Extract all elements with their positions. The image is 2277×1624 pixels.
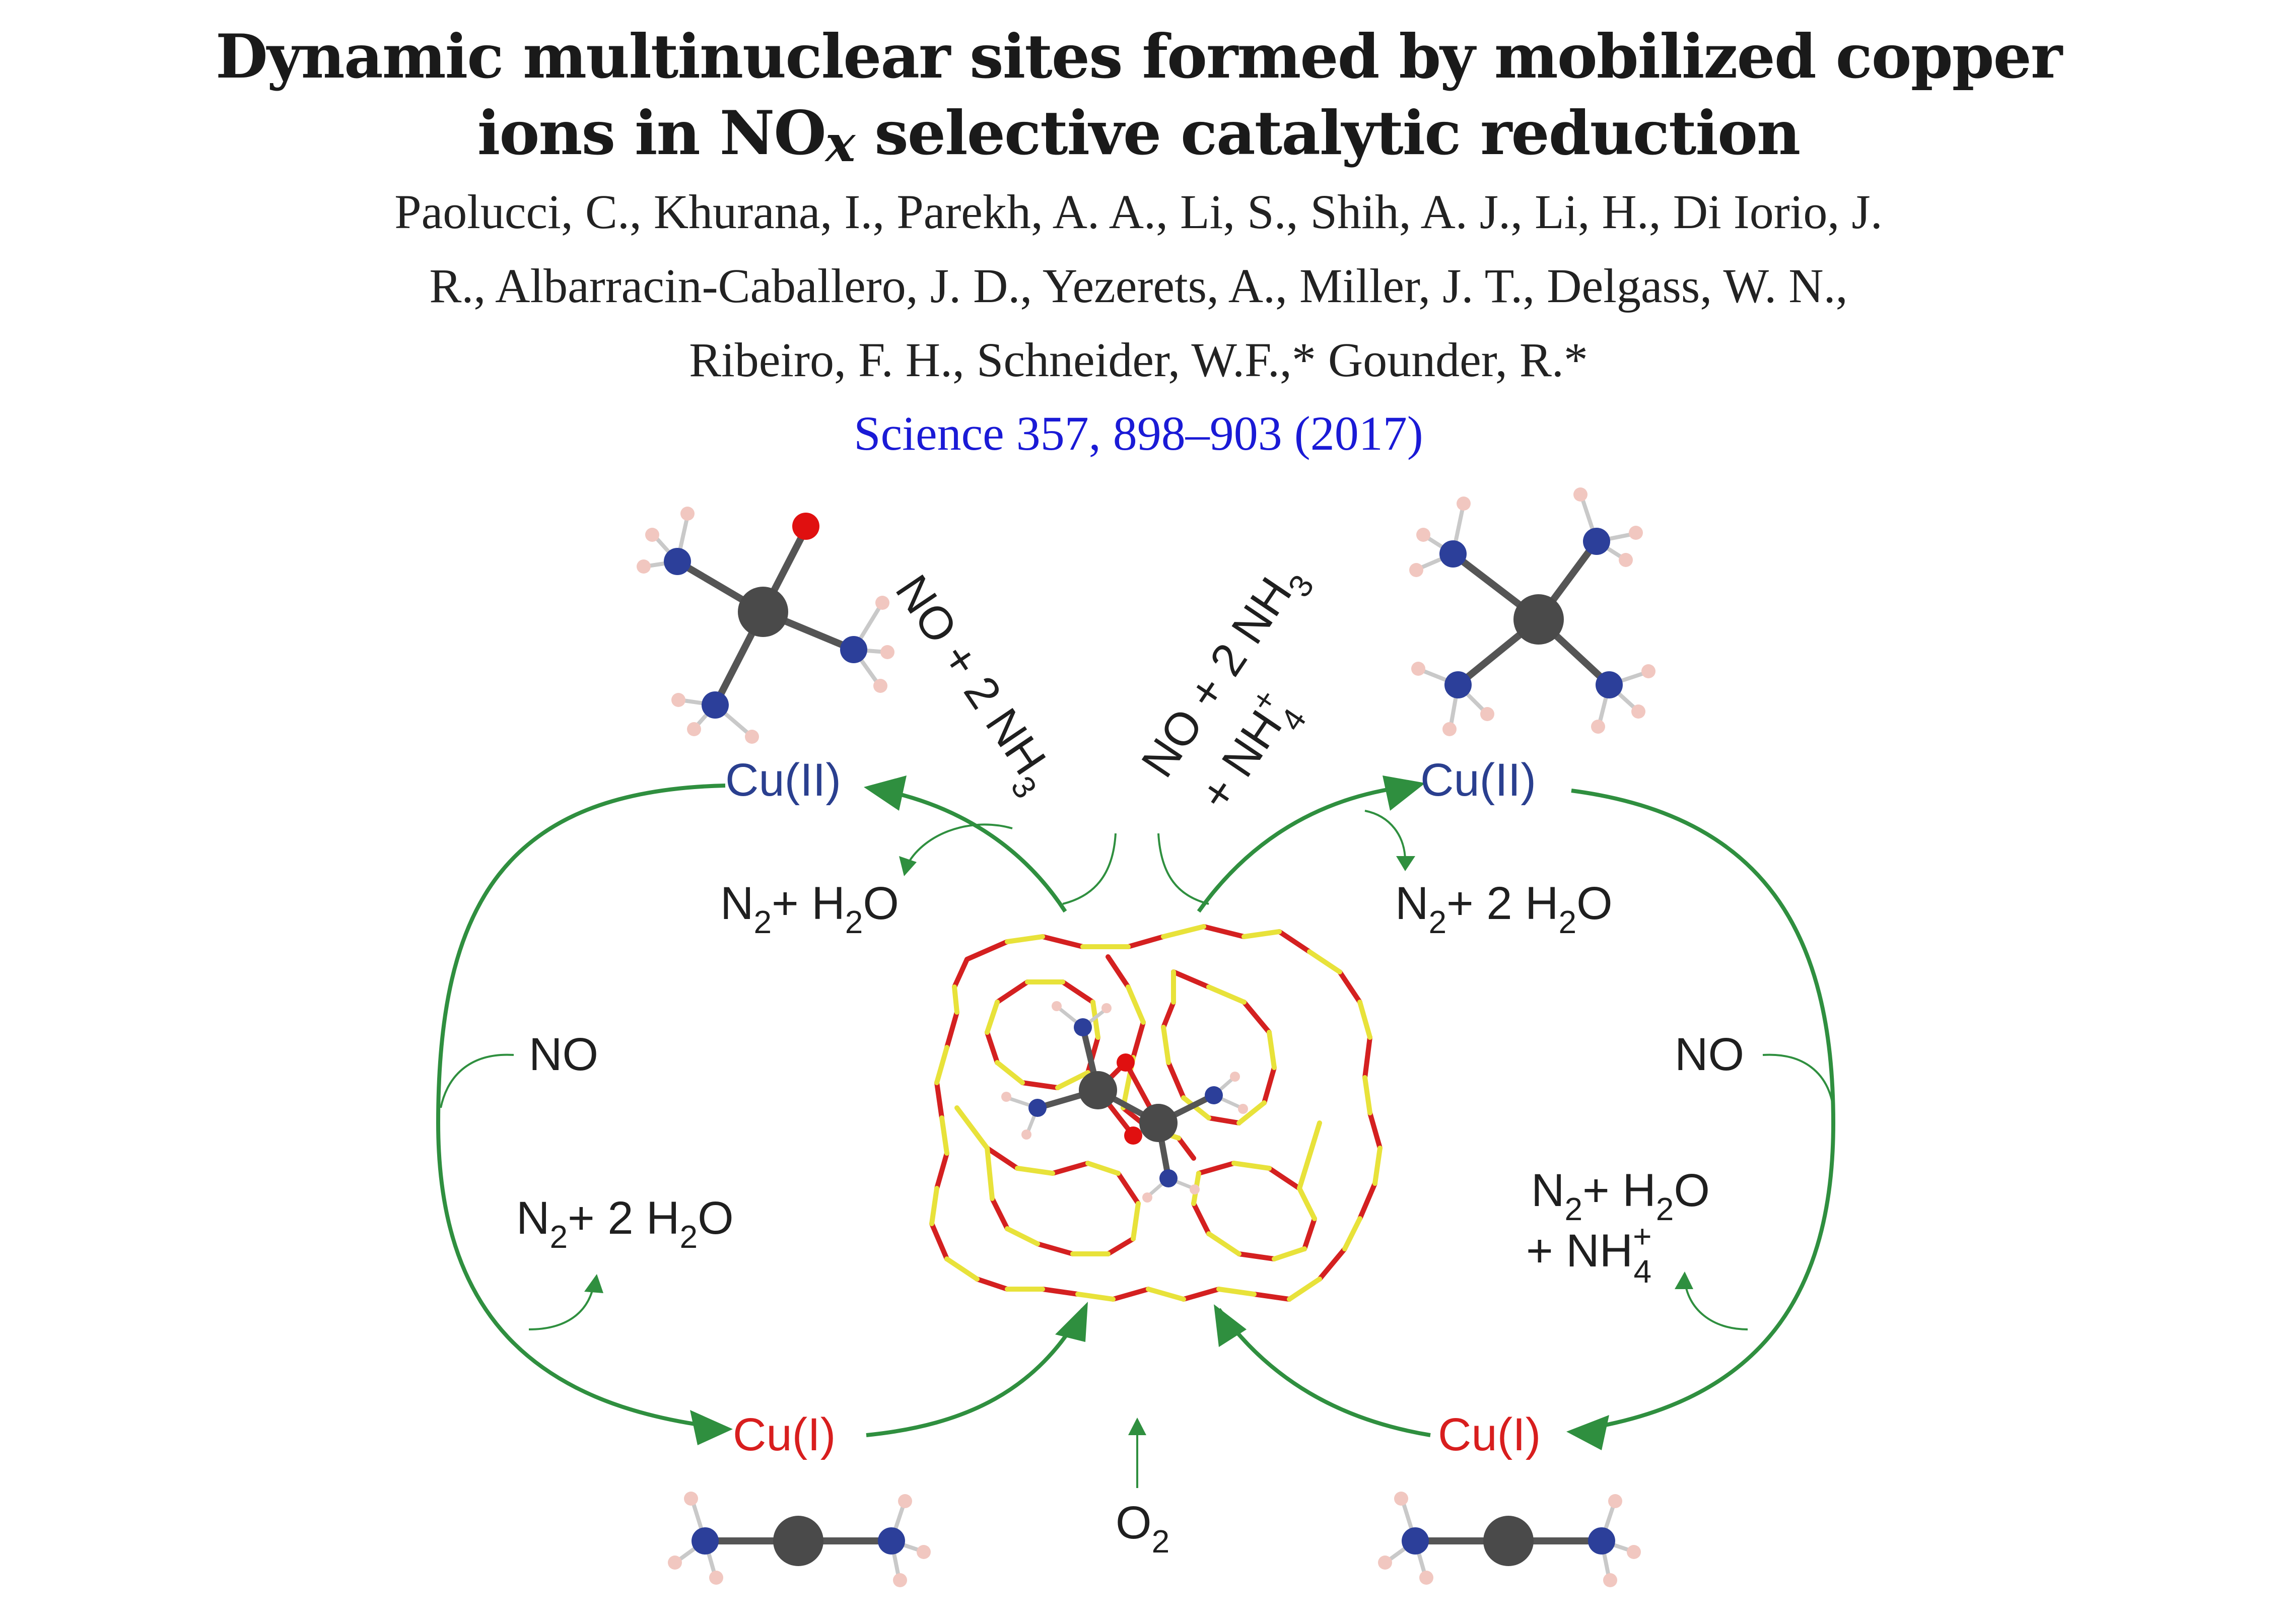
arrow-framework-to-cuii-right (1197, 784, 1416, 913)
arrowhead-to-cuii-right (1383, 775, 1425, 811)
cu-ii-left-label: Cu(II) (725, 754, 841, 806)
authors-line-2: R., Albarracin-Caballero, J. D., Yezeret… (429, 259, 1848, 313)
paper-title-line-2: ions in NOx selective catalytic reductio… (0, 97, 2277, 173)
arrow-framework-to-cuii-left (871, 786, 1067, 913)
arrowhead-to-framework-left (1055, 1302, 1088, 1342)
authors-line-1: Paolucci, C., Khurana, I., Parekh, A. A.… (394, 185, 1883, 239)
no-inlet-right (1762, 1053, 1834, 1108)
minor-arrowheads (584, 856, 1693, 1435)
molecule-cu-ii-oh-complex (637, 507, 894, 744)
arrow-left-outer (436, 784, 726, 1430)
product-bottom-right-line1: N2+ H2O (1531, 1165, 1710, 1227)
arrow-left-to-framework (866, 1308, 1085, 1437)
arrowhead-to-cui-right (1566, 1415, 1609, 1450)
no-inlet-left (440, 1053, 514, 1108)
molecule-cu-i-diammine-left (668, 1492, 931, 1587)
arrowhead-to-cuii-left (864, 775, 907, 811)
product-top-right: N2+ 2 H2O (1395, 878, 1613, 940)
citation-link[interactable]: Science 357, 898–903 (2017) (854, 406, 1423, 460)
o2-label: O2 (1116, 1497, 1169, 1560)
arrow-right-to-framework (1217, 1308, 1431, 1437)
molecule-cu-ii-tetraammine (1409, 487, 1655, 736)
outlet-curve-top-left (906, 823, 1013, 867)
arrowheads (690, 775, 1609, 1450)
product-bottom-right-line2: + NH+4 (1526, 1218, 1652, 1290)
arrowhead-to-framework-right (1214, 1304, 1247, 1347)
title-prefix: ions in NO (477, 98, 826, 169)
title-suffix: selective catalytic reduction (854, 98, 1801, 169)
reagent-left: NO + 2 NH3 (876, 566, 1066, 805)
minor-arrows (440, 810, 1834, 1488)
arrow-right-outer (1571, 789, 1836, 1432)
paper-title-line-1: Dynamic multinuclear sites formed by mob… (215, 21, 2062, 92)
outlet-curve-top-right (1364, 810, 1406, 862)
zeolite-framework (929, 924, 1383, 1302)
cu-ii-right-label: Cu(II) (1420, 754, 1536, 806)
product-top-left: N2+ H2O (720, 878, 899, 940)
no-left-label: NO (529, 1029, 598, 1080)
cu-dimer-center (1001, 1001, 1248, 1203)
cu-i-right-label: Cu(I) (1438, 1409, 1541, 1460)
outlet-bottom-left (528, 1281, 595, 1330)
authors-line-3: Ribeiro, F. H., Schneider, W.F.,* Gounde… (689, 333, 1588, 387)
arrowhead-to-cui-left (690, 1410, 733, 1445)
title-subscript-x: x (825, 114, 856, 173)
product-bottom-left: N2+ 2 H2O (516, 1192, 734, 1255)
inlet-curve-right (1157, 833, 1209, 905)
no-right-label: NO (1675, 1029, 1744, 1080)
inlet-curve-left (1062, 833, 1117, 905)
reaction-arrows (436, 784, 1836, 1437)
molecule-cu-i-diammine-right (1378, 1492, 1641, 1587)
cu-i-left-label: Cu(I) (733, 1409, 836, 1460)
outlet-bottom-right (1684, 1279, 1748, 1330)
